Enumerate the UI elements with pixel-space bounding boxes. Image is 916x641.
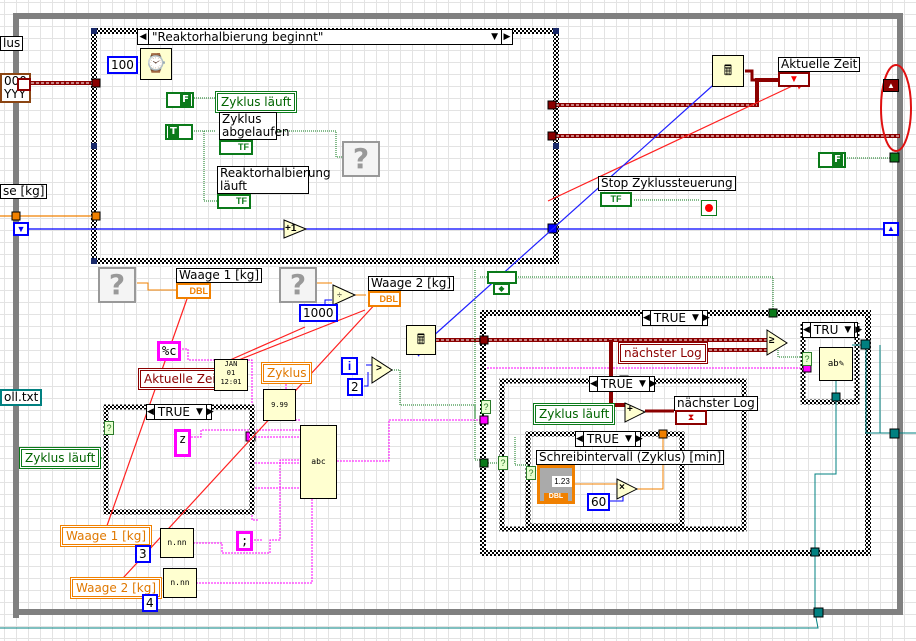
naechster-log-terminal[interactable]: ⧗ [675,410,707,425]
unknown-subvi-waage1[interactable]: ? [98,267,136,303]
waage1-label: Waage 1 [kg] [176,268,262,283]
bool-terminal-icon: ◆ [493,283,510,295]
zyklus-local[interactable]: Zyklus [261,362,313,384]
partial-label-zyklus: lus [0,36,24,51]
dropdown-arrow-icon[interactable]: ▼ [691,313,699,323]
case-selector-terminal-innermost: ? [526,466,536,480]
zyklus-abgelaufen-terminal[interactable]: TF [219,140,253,155]
case-structure-bottom-left-frame [103,404,255,515]
schreibintervall-control[interactable]: 1.23 DBL [537,465,575,504]
prev-case-arrow-icon[interactable]: ◀ [803,323,811,337]
prev-case-arrow-icon[interactable]: ◀ [576,432,584,446]
precision-constant-2[interactable]: 4 [142,594,158,612]
write-text-file-icon[interactable]: ab✎ [819,347,853,381]
loop-condition-stop-icon[interactable] [701,200,717,216]
get-datetime-icon[interactable]: 🖩 [712,55,744,87]
prev-case-arrow-icon[interactable]: ◀ [643,311,651,325]
case-selector-terminal-right: ? [481,400,491,414]
reaktorhalbierung-label: Reaktorhalbierung läuft [217,166,331,194]
greater-equal-icon: ≥ [769,335,775,346]
next-case-arrow-icon[interactable]: ▶ [701,311,710,325]
case-selector-right-inner[interactable]: ◀ TRUE ▼ ▶ [589,376,657,392]
next-case-arrow-icon[interactable]: ▶ [648,377,657,391]
greater-than-icon: > [376,363,382,374]
schreibintervall-label: Schreibintervall (Zyklus) [min] [536,450,725,465]
true-constant[interactable]: T [165,124,193,140]
prev-case-arrow-icon[interactable]: ◀ [590,377,598,391]
case-selector-right-innermost[interactable]: ◀ TRUE ▼ ▶ [575,431,643,447]
case-selector-terminal-inner: ? [498,456,508,470]
next-case-arrow-icon[interactable]: ▶ [634,432,643,446]
shift-register-left-i32[interactable]: ▼ [13,222,29,236]
wait-ms-constant[interactable]: 100 [107,56,138,74]
case-selector-terminal-write: ? [802,352,812,366]
precision-constant-1[interactable]: 3 [135,545,151,563]
stop-terminal[interactable]: TF [600,192,632,207]
next-case-arrow-icon[interactable]: ▶ [501,30,512,44]
dropdown-arrow-icon[interactable]: ▼ [844,325,852,335]
increment-label: +1 [285,223,297,234]
concatenate-strings-icon[interactable]: abc [300,425,337,499]
add-icon: + [627,404,633,415]
dropdown-arrow-icon[interactable]: ▼ [624,434,632,444]
prev-case-arrow-icon[interactable]: ◀ [147,405,155,419]
waage2-label: Waage 2 [kg] [368,276,454,291]
divide-icon: ÷ [337,290,342,300]
shift-register-right-i32[interactable]: ▲ [883,222,899,236]
naechster-log-label: nächster Log [674,396,758,411]
zyklus-abgelaufen-label: Zyklus abgelaufen [219,112,289,140]
false-constant[interactable]: F [166,92,194,108]
waage1-local[interactable]: Waage 1 [kg] [60,525,152,547]
multiply-icon: × [619,482,625,493]
prev-case-arrow-icon[interactable]: ◀ [138,30,149,44]
number-to-string-icon[interactable]: 9.99 [263,389,296,421]
shift-register-label: se [kg] [0,184,48,199]
compare-constant[interactable]: 2 [347,378,363,396]
unknown-subvi-icon[interactable]: ? [342,141,380,177]
multiplier-constant[interactable]: 60 [587,493,611,511]
dropdown-arrow-icon[interactable]: ▼ [638,379,646,389]
waage2-local[interactable]: Waage 2 [kg] [70,577,162,599]
shift-register-right-timestamp[interactable]: ▲ [883,79,899,92]
shift-register-left-timestamp[interactable] [17,78,31,91]
next-case-arrow-icon[interactable]: ▶ [205,405,214,419]
timestamp-datetime-icon[interactable]: 🖩 [406,325,436,355]
format-number-icon-2[interactable]: n.nn [163,568,197,598]
format-number-icon-1[interactable]: n.nn [160,528,194,558]
file-path-label: oll.txt [0,389,43,406]
reaktorhalbierung-terminal[interactable]: TF [217,194,251,209]
separator-constant[interactable]: ; [236,531,254,551]
waage1-indicator[interactable]: DBL [176,283,211,299]
case-selector-terminal: ? [104,421,114,435]
iteration-terminal: i [341,357,358,375]
aktuelle-zeit-terminal[interactable]: ▼ [778,72,810,87]
case-selector-write[interactable]: ◀ TRU ▼ ▶ [802,322,863,338]
zyklus-laeuft-indicator[interactable]: Zyklus läuft [215,91,298,113]
naechster-log-local[interactable]: nächster Log [618,342,708,364]
case-selector-top[interactable]: ◀ "Reaktorhalbierung beginnt" ▼ ▶ [137,29,513,45]
zyklus-laeuft-local-right[interactable]: Zyklus läuft [533,403,616,425]
dropdown-arrow-icon[interactable]: ▼ [195,407,203,417]
annotation-ellipse [880,64,912,152]
wait-ms-icon[interactable]: ⌚ [140,48,172,80]
unknown-subvi-waage2[interactable]: ? [279,267,317,303]
next-case-arrow-icon[interactable]: ▶ [854,323,863,337]
waage2-indicator[interactable]: DBL [368,291,401,307]
false-constant-right[interactable]: F [818,152,846,168]
aktuelle-zeit-local[interactable]: Aktuelle Zeit [138,368,227,390]
string-constant-z[interactable]: z [174,429,192,457]
stop-zyklussteuerung-label: Stop Zyklussteuerung [598,176,736,191]
divide-constant[interactable]: 1000 [299,304,338,322]
dropdown-arrow-icon[interactable]: ▼ [491,32,498,42]
case-selector-bottom-left[interactable]: ◀ TRUE ▼ ▶ [146,404,214,420]
case-selector-right-outer[interactable]: ◀ TRUE ▼ ▶ [642,310,710,326]
aktuelle-zeit-label: Aktuelle Zeit [778,57,861,72]
zyklus-laeuft-local-left[interactable]: Zyklus läuft [19,447,102,469]
format-string-constant[interactable]: %c [157,341,182,361]
